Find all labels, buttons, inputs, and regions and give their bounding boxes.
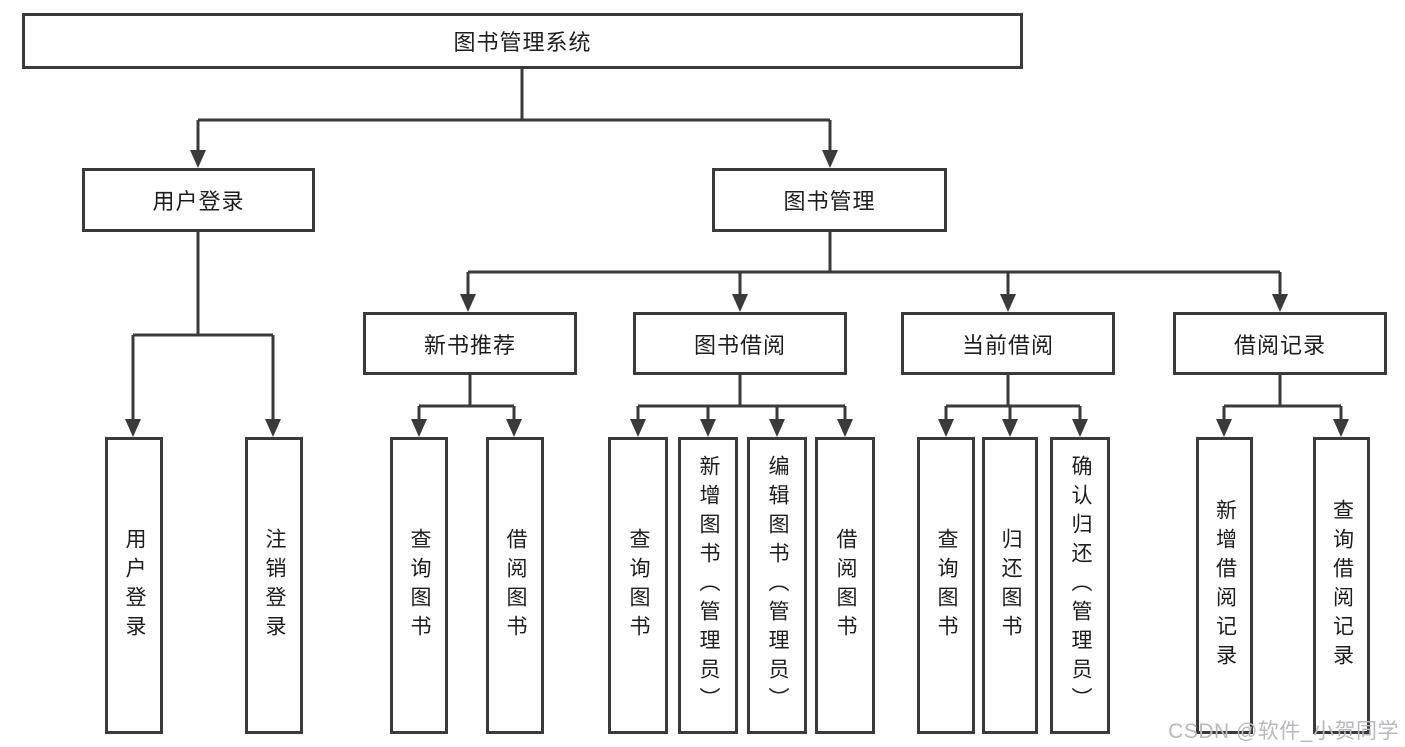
node-user-login: 用户登录 (82, 168, 315, 232)
leaf-borrow-books-2: 借阅图书 (815, 437, 875, 734)
leaf-return-books: 归还图书 (982, 437, 1038, 734)
leaf-confirm-return-admin: 确认归还（管理员） (1050, 437, 1110, 734)
leaf-edit-books-admin: 编辑图书（管理员） (747, 437, 807, 734)
node-current-borrowing: 当前借阅 (901, 312, 1115, 375)
leaf-logout: 注销登录 (245, 437, 303, 734)
leaf-user-login: 用户登录 (105, 437, 163, 734)
node-new-book-recommend: 新书推荐 (363, 312, 577, 375)
leaf-query-books-2: 查询图书 (608, 437, 668, 734)
leaf-query-borrow-record: 查询借阅记录 (1313, 437, 1370, 734)
leaf-add-books-admin: 新增图书（管理员） (678, 437, 738, 734)
node-book-borrowing: 图书借阅 (633, 312, 847, 375)
leaf-add-borrow-record: 新增借阅记录 (1196, 437, 1253, 734)
node-book-management: 图书管理 (712, 168, 947, 232)
leaf-query-books-1: 查询图书 (390, 437, 448, 734)
csdn-watermark: CSDN @软件_小贺同学 (1168, 720, 1399, 743)
leaf-borrow-books-1: 借阅图书 (486, 437, 544, 734)
leaf-query-books-3: 查询图书 (917, 437, 975, 734)
node-library-system: 图书管理系统 (22, 13, 1023, 69)
node-borrowing-records: 借阅记录 (1173, 312, 1387, 375)
